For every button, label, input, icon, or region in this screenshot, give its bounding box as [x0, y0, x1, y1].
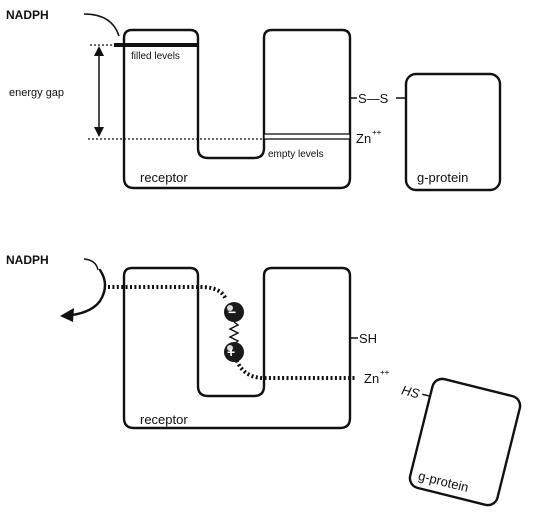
- bottom-hs-bond: [422, 393, 431, 397]
- bottom-receptor-label: receptor: [140, 412, 188, 427]
- bottom-nadph-pointer: [83, 258, 99, 271]
- top-nadph-arrow: [83, 13, 120, 37]
- top-filled-levels-label: filled levels: [131, 51, 180, 62]
- top-zn-label: Zn: [356, 131, 371, 146]
- bottom-sh-label: SH: [359, 331, 377, 346]
- top-empty-levels-label: empty levels: [268, 149, 324, 160]
- top-energy-gap-arrowhead-up: [94, 46, 104, 56]
- top-empty-levels-band: [263, 133, 351, 140]
- top-nadph-label: NADPH: [6, 8, 49, 22]
- top-receptor-label: receptor: [140, 170, 188, 185]
- bottom-nadph-curved-arrow: [70, 268, 107, 317]
- top-zn-charge: ++: [372, 128, 382, 137]
- bottom-nadph-label: NADPH: [6, 253, 49, 267]
- bottom-electron-path: [108, 285, 356, 380]
- bottom-receptor-outline: [122, 266, 352, 430]
- plus-charge-sign: +: [227, 344, 235, 360]
- minus-charge: −: [224, 302, 244, 322]
- minus-charge-sign: −: [228, 304, 236, 320]
- top-energy-gap-label: energy gap: [9, 87, 64, 99]
- top-panel: NADPH filled levels empty levels energy …: [6, 8, 502, 192]
- bottom-spring: [228, 321, 240, 345]
- bottom-gprotein-box: [408, 377, 522, 507]
- bottom-nadph-arrowhead: [60, 308, 74, 322]
- top-gprotein-box: [404, 72, 502, 192]
- top-filled-levels-band: [114, 43, 198, 47]
- top-gprotein-label: g-protein: [417, 170, 468, 185]
- bottom-hs-label: HS: [400, 382, 421, 401]
- bottom-panel: NADPH − + receptor SH Zn ++: [6, 253, 522, 507]
- top-energy-gap-arrowhead-down: [94, 127, 104, 137]
- bottom-zn-label: Zn: [364, 371, 379, 386]
- top-receptor-outline: [122, 28, 352, 190]
- bottom-gprotein: g-protein HS: [400, 377, 522, 507]
- bottom-zn-charge: ++: [380, 368, 390, 377]
- top-disulfide-label: S—S: [358, 91, 389, 106]
- plus-charge: +: [224, 342, 244, 362]
